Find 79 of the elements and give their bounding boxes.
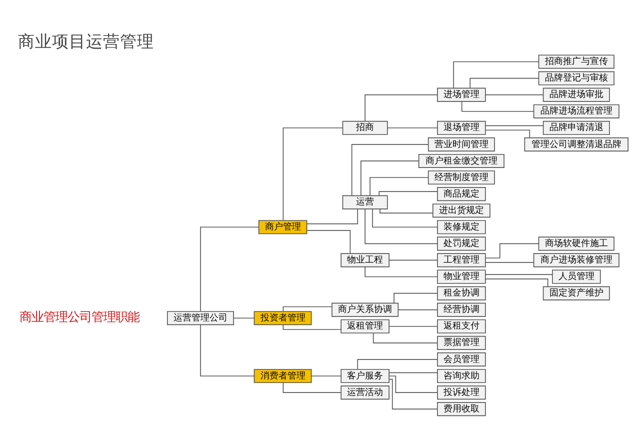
node-box: 进出货规定 <box>432 203 490 218</box>
connector <box>200 324 255 376</box>
node-box: 投诉处理 <box>437 385 486 400</box>
node-box: 商户租金缴交管理 <box>418 153 504 168</box>
connector <box>364 94 438 122</box>
node-box: 票据管理 <box>437 335 486 350</box>
node-box: 运营 <box>342 194 388 209</box>
node-box: 商场软硬件施工 <box>538 236 614 250</box>
node-box: 费用收取 <box>437 402 486 416</box>
connector <box>453 60 539 88</box>
node-box: 运营活动 <box>340 385 390 400</box>
connector <box>306 230 351 254</box>
node-box: 工程管理 <box>437 252 486 267</box>
connector <box>364 266 438 277</box>
label: 商业管理公司管理职能 <box>19 308 140 324</box>
connector <box>388 375 438 392</box>
node-box: 装修规定 <box>437 220 486 234</box>
node-box: 物业管理 <box>437 269 486 284</box>
node-box: 品牌登记与审核 <box>538 70 614 85</box>
connector <box>372 208 438 228</box>
connector <box>485 94 544 95</box>
connector <box>388 378 438 409</box>
connector <box>387 126 438 128</box>
connector <box>372 332 438 343</box>
node-box: 经营协调 <box>437 302 486 316</box>
connector <box>485 278 548 286</box>
diagram-title: 商业项目运营管理 <box>18 31 154 50</box>
connector <box>233 317 255 318</box>
node-box: 处罚规定 <box>437 236 486 250</box>
node-box: 消费者管理 <box>254 368 312 383</box>
connector <box>485 129 530 138</box>
node-box: 营业时间管理 <box>428 136 495 151</box>
node-box: 进场管理 <box>437 87 486 102</box>
node-box: 管理公司调整清退品牌 <box>524 136 628 151</box>
connector <box>282 382 342 392</box>
connector <box>364 208 438 244</box>
node-box: 客户服务 <box>340 368 390 383</box>
node-box: 商品规定 <box>437 186 486 201</box>
connector <box>351 144 429 196</box>
connector <box>370 176 429 196</box>
node-box: 商户进场装修管理 <box>533 252 620 267</box>
connector <box>378 190 438 196</box>
connector <box>310 375 342 376</box>
connector <box>485 124 544 126</box>
connector <box>282 306 332 312</box>
connector <box>360 160 420 196</box>
connector <box>398 308 438 310</box>
node-box: 招商 <box>342 120 388 134</box>
node-box: 投资者管理 <box>254 310 312 325</box>
node-box: 固定资产维护 <box>542 286 610 300</box>
node-box: 退场管理 <box>437 120 486 134</box>
connector <box>388 325 438 326</box>
node-box: 返租支付 <box>437 318 486 333</box>
node-box: 会员管理 <box>437 352 486 366</box>
connector <box>470 77 540 88</box>
node-box: 人员管理 <box>552 269 601 284</box>
node-box: 物业工程 <box>340 252 390 267</box>
connector <box>380 208 434 213</box>
node-box: 招商推广与宣传 <box>538 54 614 68</box>
connector <box>357 358 438 370</box>
node-box: 品牌申请清退 <box>542 120 610 134</box>
connector <box>200 226 260 312</box>
node-box: 商户关系协调 <box>332 302 399 316</box>
node-box: 品牌进场审批 <box>542 87 610 102</box>
node-box: 返租管理 <box>340 318 390 333</box>
node-box: 商户管理 <box>258 220 308 234</box>
connector <box>388 259 438 260</box>
connector <box>388 372 438 373</box>
node-box: 租金协调 <box>437 286 486 300</box>
node-box: 经营制度管理 <box>428 170 495 184</box>
connector <box>282 126 344 220</box>
connector <box>485 242 539 258</box>
node-box: 运营管理公司 <box>167 310 234 325</box>
node-box: 咨询求助 <box>437 368 486 383</box>
connector <box>306 208 358 224</box>
node-box: 品牌进场流程管理 <box>533 104 620 118</box>
connector <box>394 292 438 304</box>
connector <box>282 324 342 330</box>
connector <box>461 100 534 112</box>
